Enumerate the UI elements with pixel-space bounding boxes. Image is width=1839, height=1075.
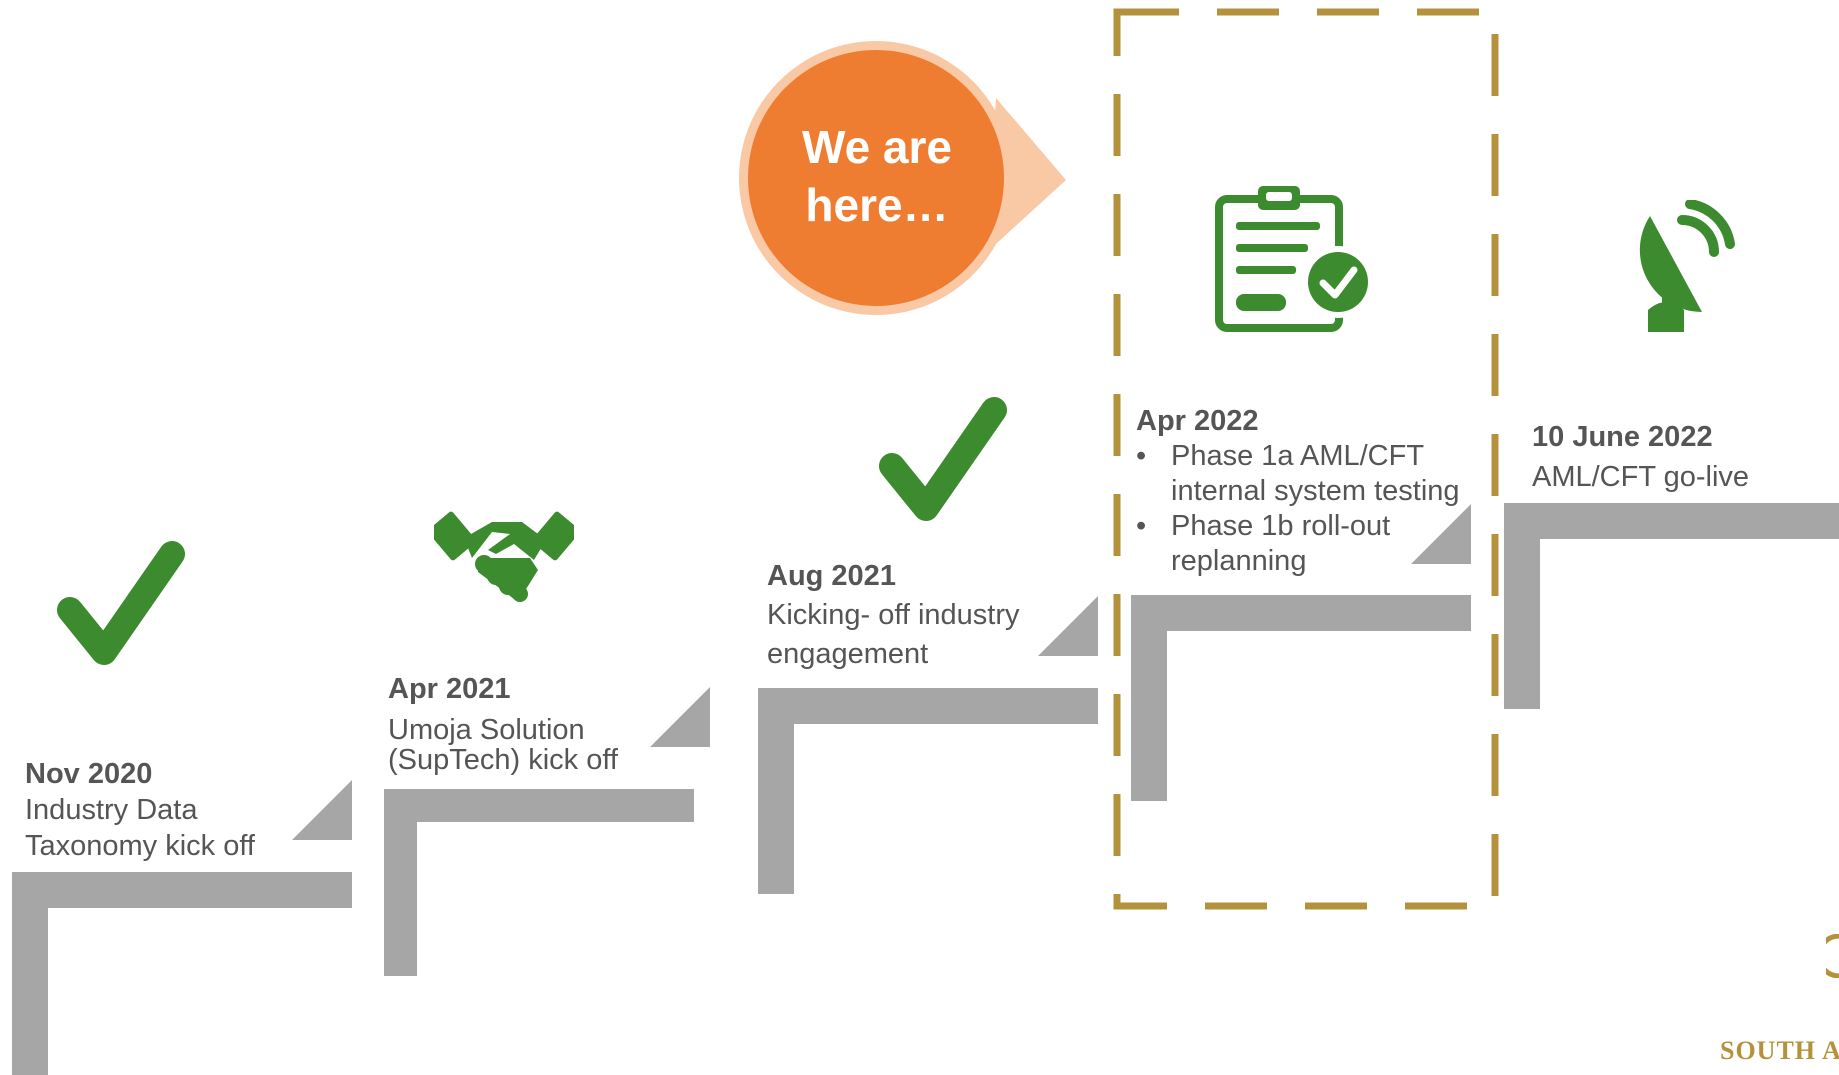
milestone-bullet-item: • Phase 1a AML/CFT internal system testi… [1136, 439, 1472, 509]
milestone-bullet-item: • Phase 1b roll-out replanning [1136, 509, 1472, 579]
step-3-leg [758, 688, 794, 894]
we-are-here-label: We are here… [770, 118, 984, 234]
milestone-apr-2021: Apr 2021 Umoja Solution (SupTech) kick o… [388, 672, 688, 775]
callout-line-1: We are [801, 121, 953, 173]
bullet-text-line: replanning [1171, 545, 1307, 577]
handshake-icon [434, 511, 574, 602]
step-5-leg [1504, 503, 1540, 709]
step-3-corner [1038, 596, 1098, 656]
milestone-date: Apr 2021 [388, 673, 511, 705]
milestone-desc-line: Kicking- off industry [767, 599, 1020, 631]
step-3-top [758, 688, 1098, 724]
callout-line-2: here… [805, 179, 949, 231]
milestone-nov-2020: Nov 2020 Industry Data Taxonomy kick off [25, 757, 325, 864]
step-4-leg [1131, 595, 1167, 801]
step-1-top [12, 872, 352, 908]
bullet-marker: • [1136, 440, 1147, 472]
checkmark-icon [57, 541, 185, 665]
milestone-aug-2021: Aug 2021 Kicking- off industry engagemen… [767, 559, 1097, 674]
milestone-desc-line: engagement [767, 638, 929, 670]
milestone-10-june-2022: 10 June 2022 AML/CFT go-live [1532, 420, 1832, 495]
satellite-dish-icon [1639, 200, 1735, 332]
bullet-text-line: Phase 1b roll-out [1171, 510, 1391, 542]
clipboard-check-icon [1215, 186, 1374, 332]
step-4-top [1131, 595, 1471, 631]
brand-text: SOUTH AF [1720, 1036, 1839, 1065]
step-2-corner [650, 687, 710, 747]
we-are-here-callout [739, 41, 1066, 315]
milestone-desc-line: (SupTech) kick off [388, 744, 618, 776]
milestone-date: Apr 2022 [1136, 405, 1259, 437]
step-4-corner [1411, 504, 1471, 564]
milestone-apr-2022: Apr 2022 • Phase 1a AML/CFT internal sys… [1136, 404, 1472, 579]
milestone-desc-line: Umoja Solution [388, 714, 585, 746]
milestone-desc-line: Industry Data [25, 794, 198, 826]
step-5-top [1504, 503, 1839, 539]
milestone-date: Nov 2020 [25, 758, 153, 790]
milestone-desc-line: AML/CFT go-live [1532, 461, 1750, 493]
checkmark-icon [879, 397, 1007, 521]
milestone-bullet-list: • Phase 1a AML/CFT internal system testi… [1136, 439, 1472, 579]
current-phase-highlight-box [1113, 8, 1499, 910]
bullet-marker: • [1136, 510, 1147, 542]
milestone-date: 10 June 2022 [1532, 421, 1713, 453]
step-1-leg [12, 872, 48, 1075]
step-1-corner [292, 780, 352, 840]
logo-fragment-icon [1826, 934, 1839, 978]
milestone-desc-line: Taxonomy kick off [25, 830, 255, 862]
bullet-text-line: internal system testing [1171, 475, 1460, 507]
milestone-date: Aug 2021 [767, 560, 896, 592]
step-2-top [384, 789, 694, 822]
step-2-leg [384, 789, 417, 976]
bullet-text-line: Phase 1a AML/CFT [1171, 440, 1425, 472]
